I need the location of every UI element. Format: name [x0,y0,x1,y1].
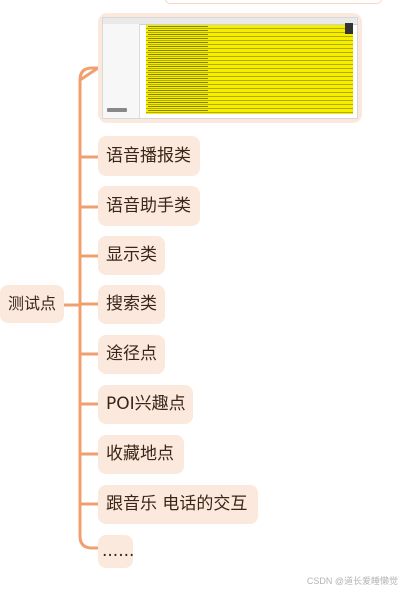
child-node-label: 途径点 [106,344,157,364]
root-node-label: 测试点 [8,294,57,313]
child-node-display[interactable]: 显示类 [98,236,165,275]
spreadsheet-button [107,108,127,112]
spreadsheet-text-lines [148,26,208,112]
spreadsheet-row-lines [146,25,353,114]
spreadsheet-header-row [103,18,357,25]
child-node-label: 收藏地点 [106,444,174,464]
child-node-label: 跟音乐 电话的交互 [106,494,248,514]
root-node[interactable]: 测试点 [0,285,64,323]
child-node-waypoint[interactable]: 途径点 [98,335,165,374]
spreadsheet-thumbnail [102,17,358,119]
child-node-label: 语音助手类 [106,195,191,216]
child-node-voice-broadcast[interactable]: 语音播报类 [98,136,200,176]
child-node-search[interactable]: 搜索类 [98,285,165,324]
child-node-label: POI兴趣点 [106,394,186,414]
child-node-label: 搜索类 [106,294,157,314]
spreadsheet-index-column [103,24,140,118]
child-node-label: 显示类 [106,245,157,265]
child-node-voice-assistant[interactable]: 语音助手类 [98,186,200,226]
child-node-image[interactable] [98,13,362,123]
child-node-label: 语音播报类 [106,145,191,166]
watermark: CSDN @道长爱睡懒觉 [306,576,398,586]
child-node-poi[interactable]: POI兴趣点 [98,385,193,424]
connector-trunk [78,66,103,550]
spreadsheet-dark-block [345,23,353,34]
child-node-music-phone[interactable]: 跟音乐 电话的交互 [98,485,258,524]
child-node-favorites[interactable]: 收藏地点 [98,435,184,474]
child-node-more[interactable]: ...... [98,535,135,568]
child-node-label: ...... [102,541,135,561]
spreadsheet-highlight-area [146,25,353,114]
